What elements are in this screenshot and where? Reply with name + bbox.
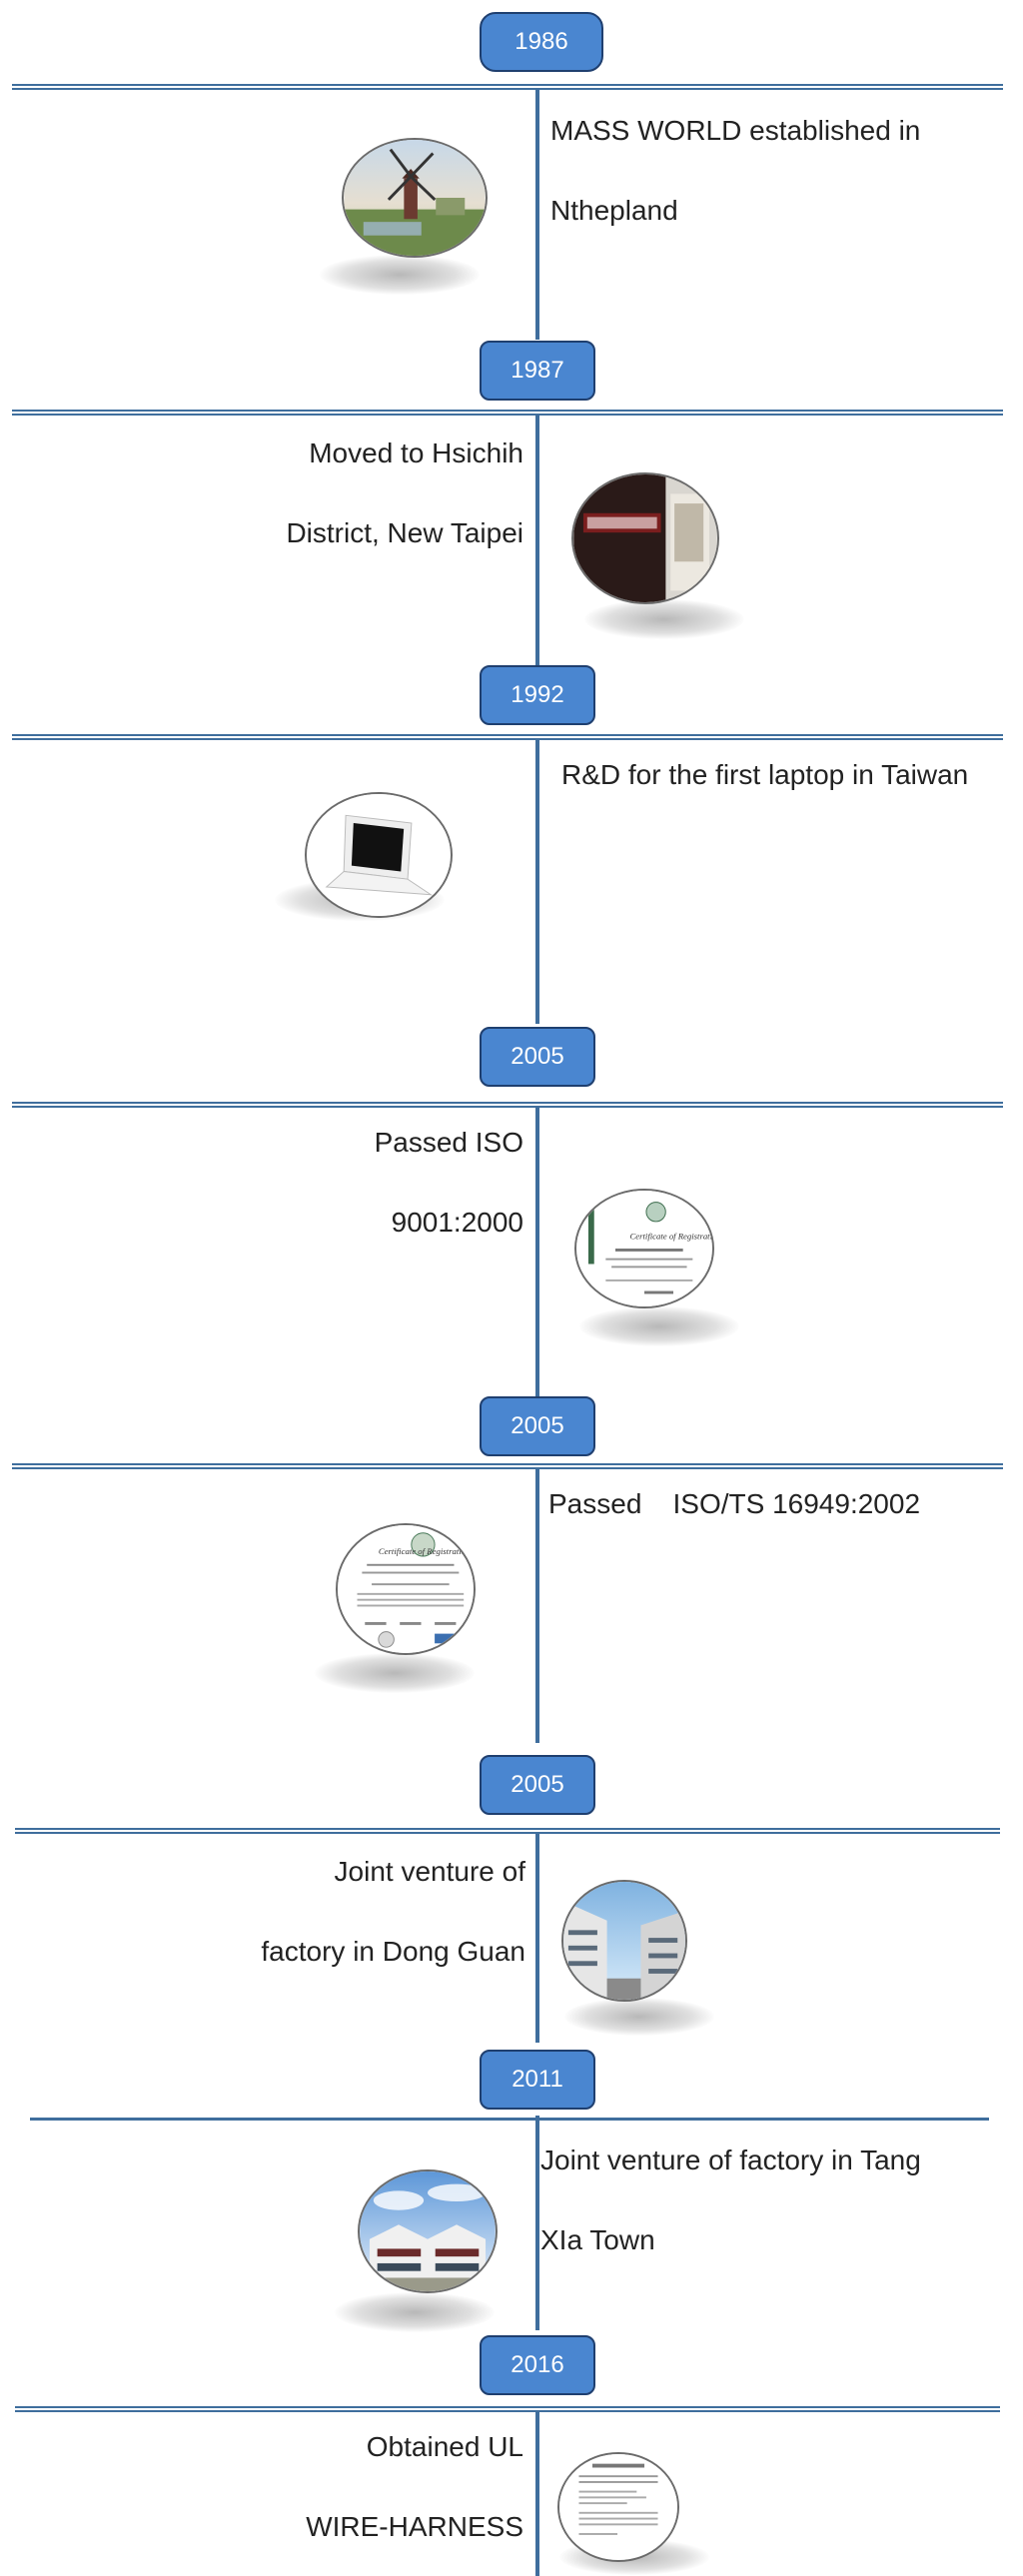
timeline-axis (535, 1102, 539, 1401)
ul-certificate-photo (557, 2452, 679, 2562)
year-badge: 2016 (480, 2335, 595, 2395)
iso-certificate-photo: Certificate of Registration (574, 1189, 714, 1308)
event-text: Obtained UL (366, 2431, 523, 2462)
separator-line (15, 1828, 1000, 1834)
photo-shadow (579, 1306, 739, 1346)
separator-line (12, 734, 1003, 740)
event-text: 9001:2000 (391, 1207, 523, 1238)
photo-shadow (335, 2292, 495, 2332)
separator-line (30, 2118, 989, 2121)
dong-guan-factory-photo (561, 1880, 687, 2002)
year-badge: 2011 (480, 2050, 595, 2110)
event-text: Passed ISO/TS 16949:2002 (548, 1488, 921, 1519)
event-text: Moved to Hsichih (309, 437, 523, 468)
photo-shadow (320, 255, 480, 295)
timeline-axis (535, 2116, 539, 2330)
separator-line (12, 410, 1003, 416)
year-badge: 1987 (480, 341, 595, 401)
svg-text:Certificate of Registration: Certificate of Registration (630, 1231, 713, 1241)
timeline-axis (535, 1828, 539, 2043)
event-text: factory in Dong Guan (261, 1936, 525, 1967)
year-badge: 2005 (480, 1755, 595, 1815)
event-text: Joint venture of factory in Tang (540, 2145, 921, 2175)
event-text: Nthерland (550, 195, 678, 226)
office-photo (571, 472, 719, 604)
tang-xia-factory-photo (358, 2169, 498, 2293)
timeline-axis (535, 2407, 539, 2576)
event-text: MASS WORLD established in (550, 115, 921, 146)
timeline-axis (535, 410, 539, 665)
year-badge: 1992 (480, 665, 595, 725)
event-text: R&D for the first laptop in Taiwan (561, 759, 969, 790)
timeline-axis (535, 84, 539, 340)
separator-line (12, 1463, 1003, 1469)
windmill-photo (342, 138, 488, 258)
separator-line (12, 84, 1003, 90)
photo-shadow (564, 1998, 714, 2036)
event-text: XIa Town (540, 2224, 655, 2255)
ts-certificate-photo: Certificate of Registration (336, 1523, 476, 1655)
year-badge: 2005 (480, 1027, 595, 1087)
photo-shadow (315, 1653, 475, 1693)
timeline-axis (535, 734, 539, 1024)
timeline-axis (535, 1463, 539, 1743)
event-text: District, New Taipei (286, 517, 523, 548)
photo-shadow (584, 599, 744, 639)
svg-text:Certificate of Registration: Certificate of Registration (379, 1546, 471, 1556)
separator-line (12, 1102, 1003, 1108)
event-text: WIRE-HARNESS (306, 2511, 523, 2542)
laptop-photo (305, 792, 453, 918)
event-text: Joint venture of (334, 1856, 525, 1887)
year-badge: 2005 (480, 1396, 595, 1456)
separator-line (15, 2406, 1000, 2412)
year-badge: 1986 (480, 12, 603, 72)
event-text: Passed ISO (374, 1127, 523, 1158)
